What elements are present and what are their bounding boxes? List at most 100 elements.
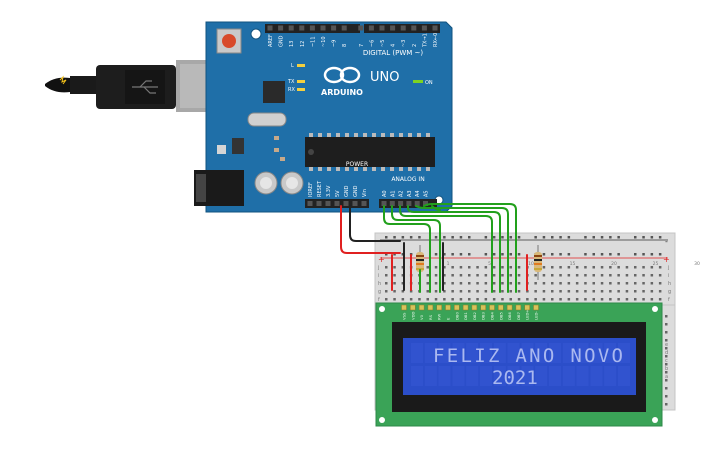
wires[interactable]	[340, 203, 528, 293]
power-pin-label: 3.3V	[326, 185, 332, 197]
resistor-right[interactable]	[534, 245, 542, 280]
crystal	[247, 112, 287, 127]
lcd-pin-label: RW	[437, 314, 442, 320]
power-led	[413, 80, 423, 83]
digital-pin-label: 8	[342, 44, 348, 47]
analog-label: ANALOG IN	[391, 176, 424, 183]
rail-minus-label: -	[665, 237, 668, 246]
lcd-pin-label: RS	[428, 314, 433, 320]
column-number: 15	[570, 261, 576, 267]
column-number: 20	[611, 261, 617, 267]
analog-pin-label: A3	[407, 190, 413, 197]
lcd-pin-label: DB6	[507, 311, 512, 320]
wire-a3-green	[407, 205, 501, 293]
analog-pin-label: A4	[415, 190, 421, 197]
on-label: ON	[425, 80, 433, 86]
row-letter: f	[668, 297, 670, 303]
usb-chip	[263, 81, 285, 103]
atmega-chip	[305, 133, 435, 171]
digital-pin-label: 7	[359, 44, 365, 47]
wire-gnd-black	[349, 205, 401, 242]
power-pin-label: Vin	[362, 189, 368, 197]
lcd-pin-label: DB5	[498, 311, 503, 320]
digital-pin-label: 4	[391, 44, 397, 47]
row-letter: h	[668, 281, 671, 287]
row-letter: g	[668, 289, 671, 295]
row-letter: i	[378, 273, 379, 279]
analog-pin-label: A5	[424, 190, 430, 197]
digital-pin-label: TX→1	[422, 33, 428, 48]
lcd-pin-label: DB3	[481, 311, 486, 320]
digital-pin-label: ~10	[321, 36, 327, 47]
digital-pin-label: ~5	[380, 40, 386, 47]
row-letter: g	[378, 289, 381, 295]
row-letter: i	[668, 273, 669, 279]
power-pin-label: GND	[353, 185, 359, 197]
wire-5v-red	[340, 205, 401, 254]
reset-button[interactable]	[216, 28, 242, 54]
power-pin-label: IOREF	[308, 182, 314, 197]
digital-pin-label: 2	[412, 44, 418, 47]
digital-pin-label: AREF	[268, 34, 274, 47]
digital-label: DIGITAL (PWM ~)	[363, 49, 424, 57]
digital-pin-label: 13	[289, 41, 295, 47]
row-letter: d	[665, 350, 668, 356]
svg-text:+: +	[378, 255, 385, 264]
analog-pin-label: A1	[390, 190, 396, 197]
row-letter: j	[377, 265, 379, 271]
wire-a4-green	[415, 205, 509, 293]
lcd-pin-label: DB0	[454, 311, 459, 320]
digital-pin-label: 12	[300, 41, 306, 47]
model-label: UNO	[370, 70, 399, 85]
wire-a5-green	[423, 203, 517, 293]
power-pin-label: GND	[344, 185, 350, 197]
row-letter: a	[665, 374, 668, 380]
lcd-pin-label: VDD	[410, 311, 415, 320]
wire-a1-green	[391, 205, 441, 293]
lcd-pin-label: LED-	[534, 311, 539, 320]
row-letter: f	[378, 297, 380, 303]
lcd-pin-label: LED+	[525, 309, 530, 320]
led-tx-label: TX	[287, 79, 295, 85]
lcd-line-2: 2021	[492, 367, 538, 389]
wire-a2-green	[399, 205, 493, 293]
lcd-pin-label: DB4	[490, 311, 495, 320]
row-letter: j	[667, 265, 669, 271]
digital-pin-label: ~3	[401, 40, 407, 47]
row-letter: b	[665, 366, 668, 372]
lcd-pin-label: VSS	[402, 312, 407, 320]
digital-pin-label: ~6	[369, 40, 375, 47]
row-letter: e	[665, 342, 668, 348]
row-letter: h	[378, 281, 381, 287]
arduino-logo: ARDUINO	[321, 88, 363, 97]
led-l-label: L	[291, 63, 294, 69]
analog-pin-label: A0	[382, 190, 388, 197]
rail-plus-label: +	[663, 255, 670, 264]
column-number: 5	[488, 261, 491, 267]
digital-pin-label: GND	[279, 35, 285, 47]
usb-icon	[132, 80, 158, 94]
column-number: 10	[528, 261, 534, 267]
arduino-uno-board[interactable]: AREF GND 13 12 ~11 ~10 ~9 8 7 ~6 ~5 4 ~3 2 TX→1 RX←0 DI…	[194, 21, 453, 213]
lcd-pin-label: DB1	[463, 311, 468, 320]
column-number: 25	[653, 261, 659, 267]
digital-pin-label: RX←0	[433, 33, 439, 47]
lcd-pin-label: E	[446, 317, 451, 320]
power-label: POWER	[346, 161, 368, 168]
digital-pin-label: ~11	[310, 36, 316, 47]
power-pin-label: 5V	[335, 190, 341, 197]
analog-pin-label: A2	[399, 190, 405, 197]
lcd-pin-label: DB2	[472, 311, 477, 320]
lcd-pin-label: DB7	[516, 311, 521, 320]
row-letter: c	[665, 358, 668, 364]
column-number: 1	[447, 261, 450, 267]
power-pin-label: RESET	[317, 180, 323, 197]
led-rx-label: RX	[288, 87, 295, 93]
column-number: 30	[694, 261, 700, 267]
lcd-pin-label: V0	[419, 314, 424, 320]
usb-cable[interactable]	[45, 60, 224, 112]
digital-pin-label: ~9	[332, 40, 338, 47]
wire-a0-green	[383, 205, 431, 293]
